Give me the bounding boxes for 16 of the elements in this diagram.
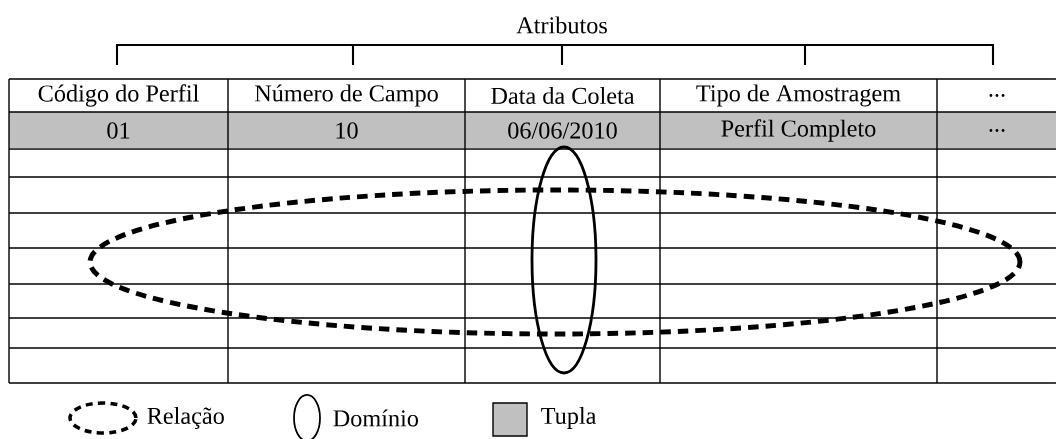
domain-ellipse: [530, 145, 598, 375]
table-cell: ...: [989, 129, 1005, 132]
table-cell: Perfil Completo: [721, 119, 876, 142]
heading: Atributos: [516, 16, 607, 34]
legend-label: Domínio: [333, 409, 418, 427]
column-header: Número de Campo: [254, 84, 438, 107]
relation-ellipse: [87, 187, 1023, 337]
column-header: Tipo de Amostragem: [696, 84, 901, 107]
table-cell: 01: [107, 122, 130, 139]
column-header: Código do Perfil: [38, 84, 199, 107]
table-cell: 06/06/2010: [508, 122, 617, 139]
column-header: ...: [989, 94, 1005, 97]
table-cell: 10: [336, 122, 358, 139]
legend-label: Relação: [147, 407, 224, 429]
legend-label: Tupla: [541, 407, 597, 429]
column-header: Data da Coleta: [491, 87, 635, 104]
